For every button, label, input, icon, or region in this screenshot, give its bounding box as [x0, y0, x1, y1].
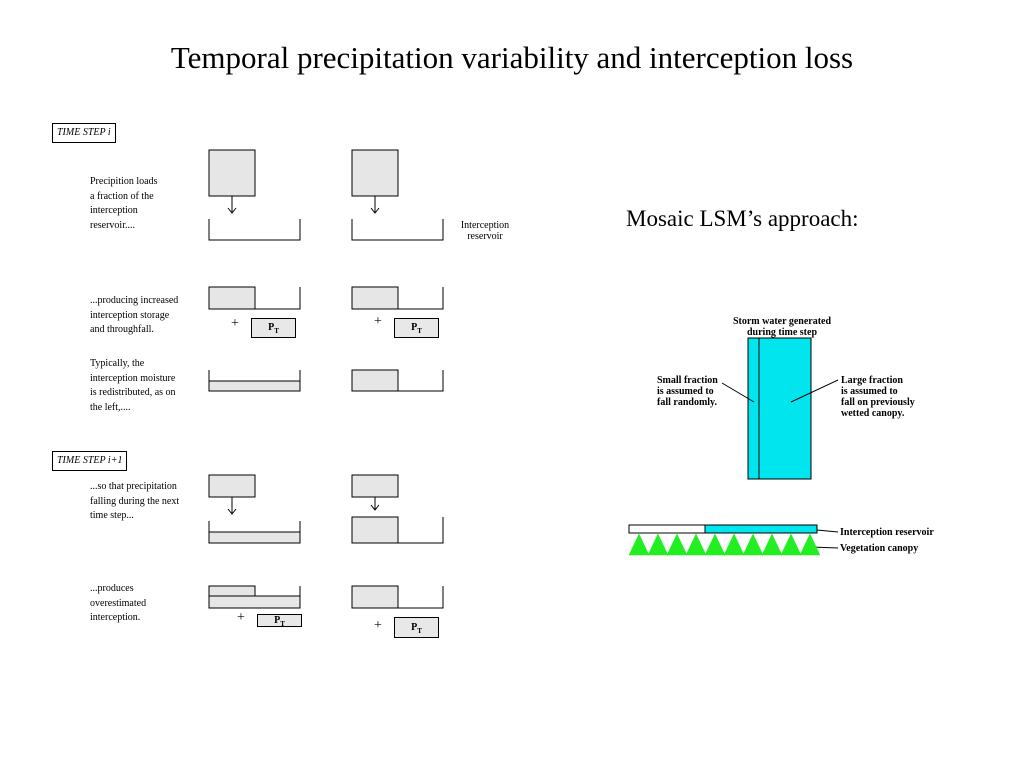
reservoir [208, 521, 301, 544]
canopy-tree-icon [723, 533, 745, 556]
reservoir-label: Interception reservoir [460, 220, 510, 242]
canopy-tree-icon [761, 533, 783, 556]
reservoir [351, 586, 444, 609]
throughfall-box: PT [257, 614, 302, 628]
reservoir-water [209, 381, 300, 391]
small-fraction-leader [721, 382, 755, 403]
reservoir-water [209, 596, 300, 608]
plus-sign: + [231, 316, 239, 331]
reservoir-empty [351, 219, 444, 241]
vegetation-canopy-label: Vegetation canopy [840, 543, 919, 554]
pt-label: P [411, 622, 418, 633]
small-fraction-label: Small fraction is assumed to fall random… [657, 375, 718, 408]
reservoir [351, 287, 444, 310]
canopy-tree-icon [666, 533, 688, 556]
pt-subscript: T [274, 327, 279, 335]
note-redistributed: Typically, the interception moisture is … [90, 358, 176, 413]
vegetation-canopy [628, 533, 821, 556]
plus-sign: + [374, 314, 382, 329]
pt-subscript: T [417, 627, 422, 635]
reservoir [208, 370, 301, 392]
reservoir-water [209, 532, 300, 543]
throughfall-box: PT [251, 318, 296, 338]
storm-water-column [747, 337, 812, 480]
plus-sign: + [374, 618, 382, 633]
pt-subscript: T [417, 327, 422, 335]
time-step-i-label: TIME STEP i [52, 123, 116, 143]
reservoir [208, 586, 301, 609]
pt-label: P [268, 322, 275, 333]
large-fraction-label: Large fraction is assumed to fall on pre… [841, 375, 915, 419]
arrow-down-icon [227, 207, 237, 214]
canopy-tree-icon [704, 533, 726, 556]
note-producing-storage: ...producing increased interception stor… [90, 295, 179, 335]
pt-subscript: T [280, 620, 285, 628]
canopy-tree-icon [742, 533, 764, 556]
reservoir-bar-wet [704, 524, 818, 534]
canopy-tree-icon [647, 533, 669, 556]
storm-water-label: Storm water generated during time step [732, 316, 832, 338]
reservoir [208, 287, 301, 310]
page-title: Temporal precipitation variability and i… [170, 40, 854, 75]
arrow-down-icon [370, 504, 380, 511]
reservoir-empty [208, 219, 301, 241]
canopy-tree-icon [685, 533, 707, 556]
note-overestimated: ...produces overestimated interception. [90, 583, 147, 623]
note-next-step: ...so that precipitation falling during … [90, 481, 180, 521]
time-step-i-plus-1-label: TIME STEP i+1 [52, 451, 128, 471]
reservoir-leader [816, 529, 839, 533]
interception-reservoir-label: Interception reservoir [840, 527, 934, 538]
pt-label: P [411, 322, 418, 333]
large-fraction-leader [790, 379, 839, 403]
reservoir [351, 517, 444, 544]
mosaic-subtitle: Mosaic LSM’s approach: [626, 206, 859, 231]
note-precip-loads: Precipition loads a fraction of the inte… [90, 176, 158, 231]
canopy-tree-icon [628, 533, 650, 556]
arrow-down-icon [227, 508, 237, 515]
reservoir [351, 370, 444, 392]
throughfall-box: PT [394, 617, 439, 638]
pt-label: P [274, 615, 281, 626]
reservoir-bar-empty [628, 524, 706, 534]
arrow-down-icon [370, 207, 380, 214]
canopy-tree-icon [799, 533, 821, 556]
throughfall-box: PT [394, 318, 439, 338]
plus-sign: + [237, 610, 245, 625]
canopy-tree-icon [780, 533, 802, 556]
